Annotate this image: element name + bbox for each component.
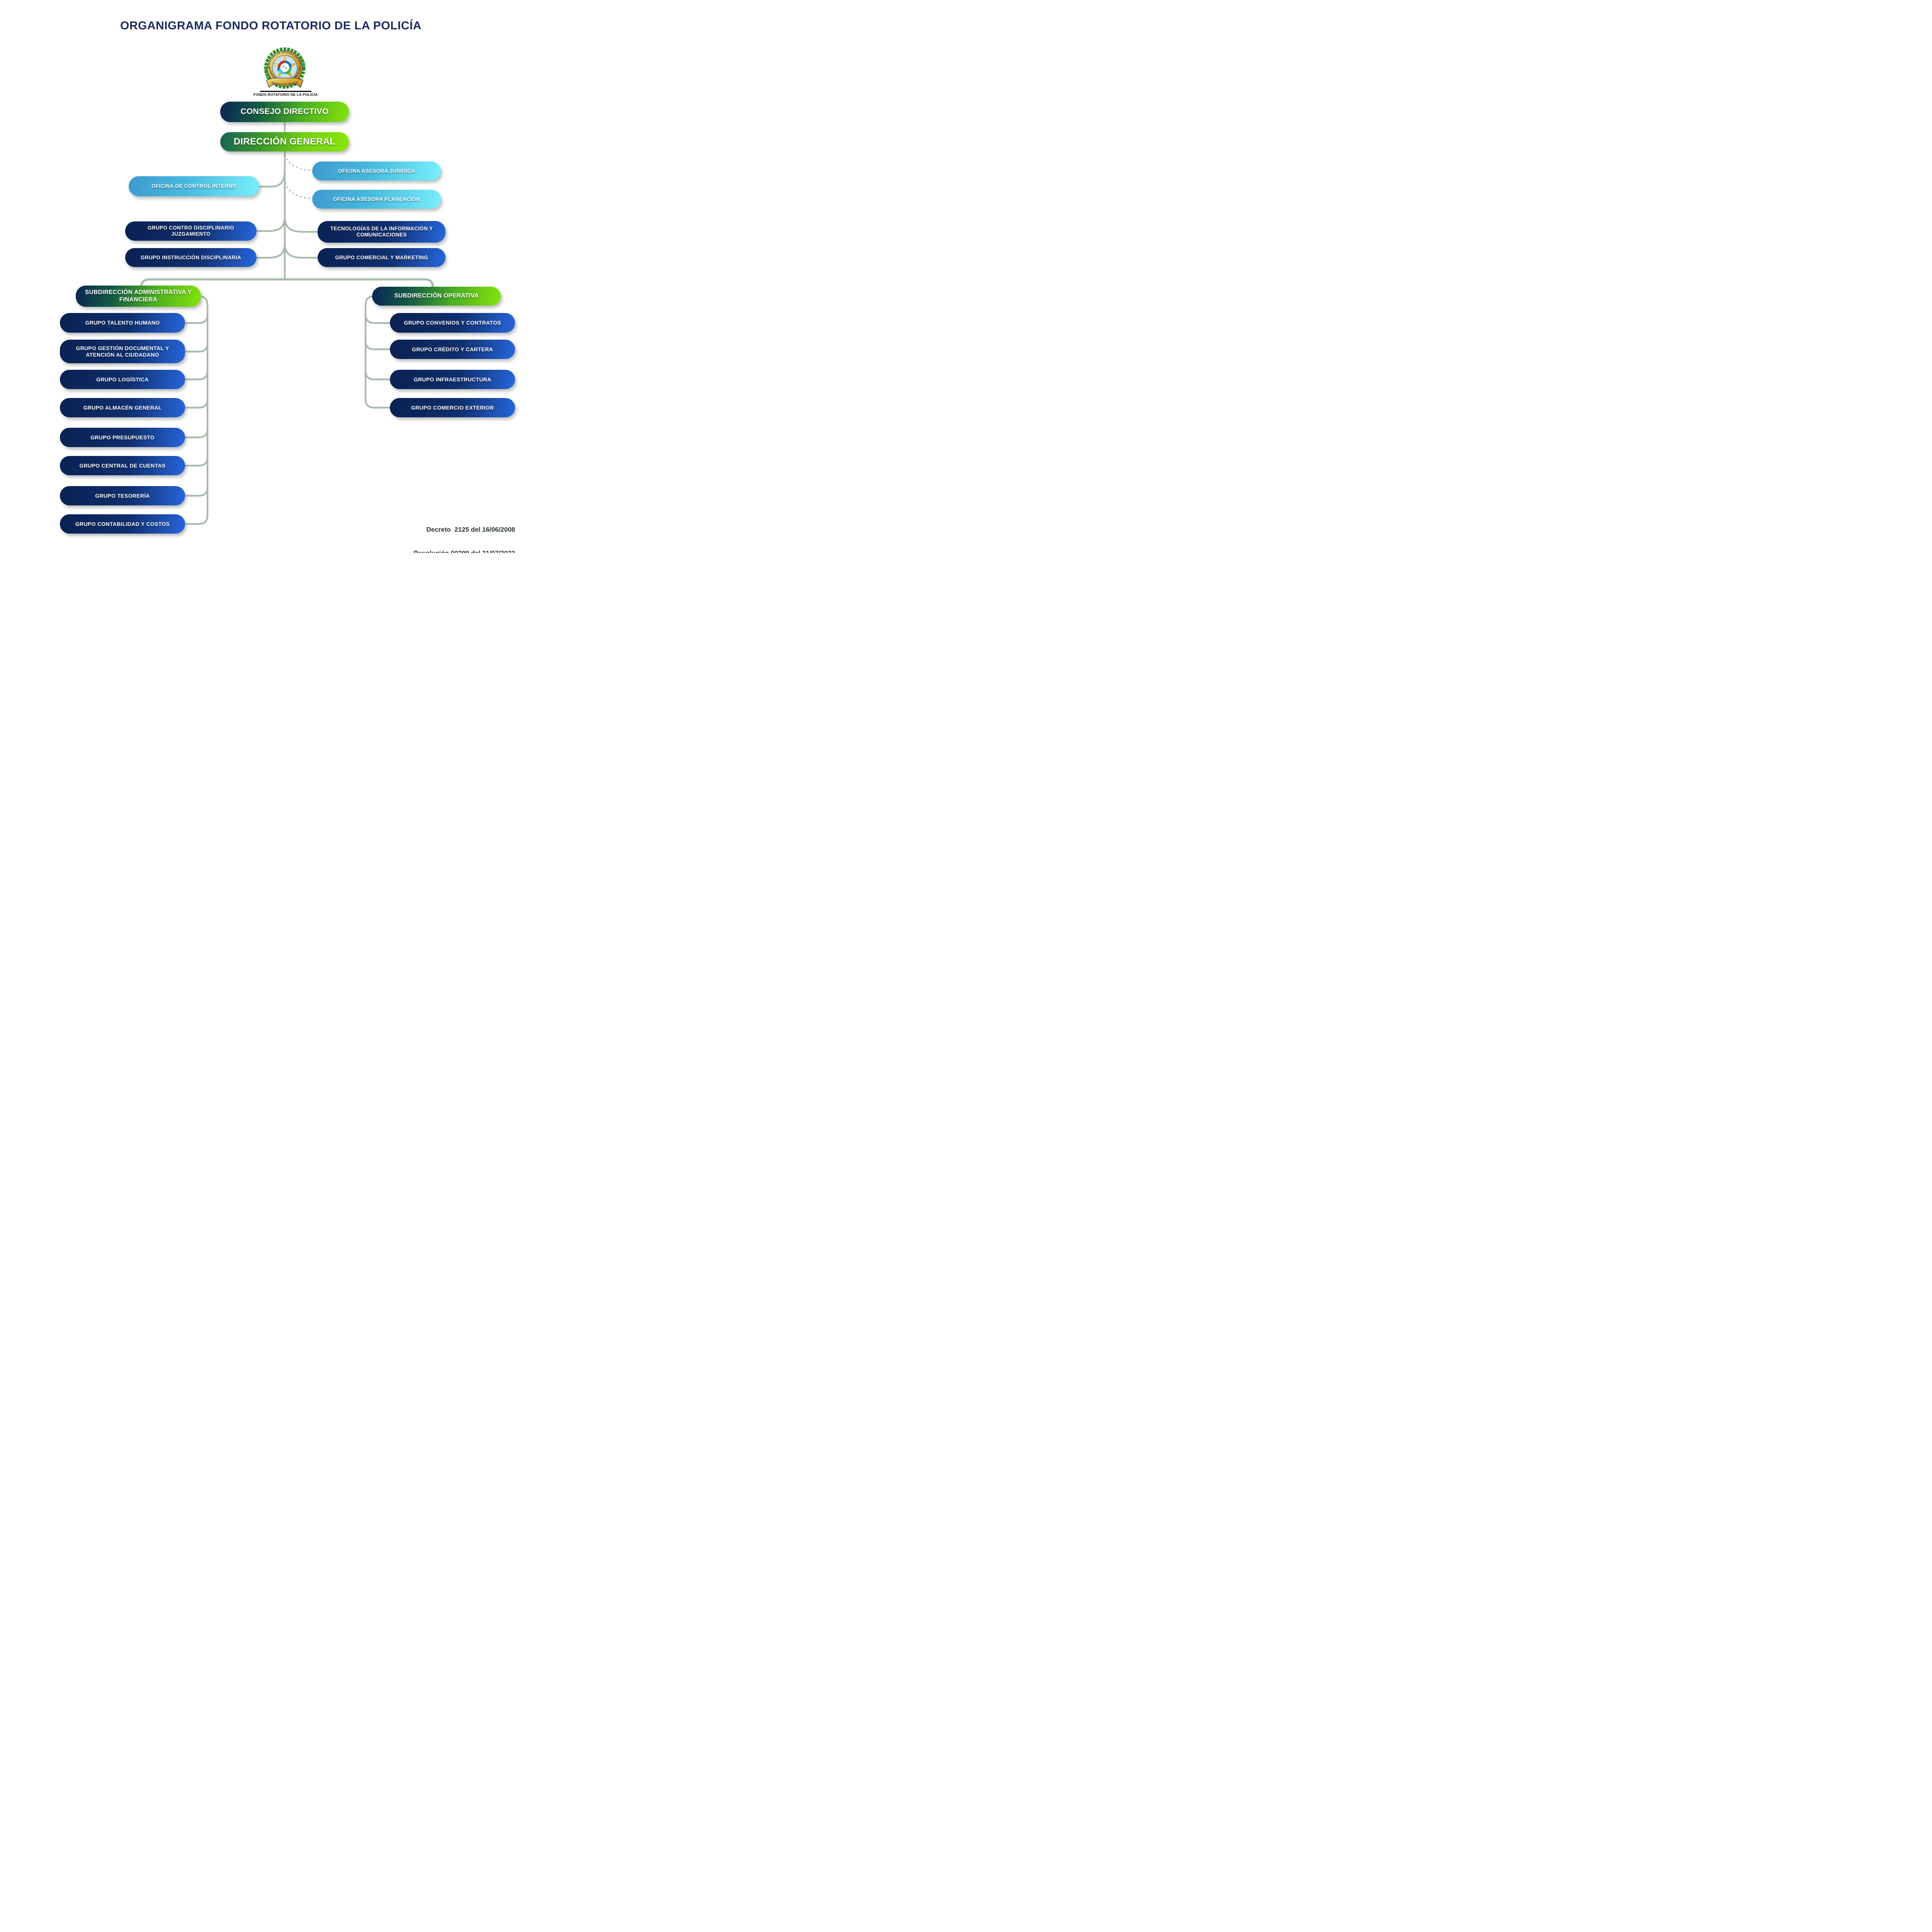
legal-line-decreto: Decreto 2125 del 16/06/2008 bbox=[426, 526, 515, 533]
ring-star-right-icon: ★ bbox=[299, 67, 301, 70]
node-grupo-logistica: GRUPO LOGÍSTICA bbox=[60, 370, 185, 389]
logo-caption: FONDO ROTATORIO DE LA POLICÍA bbox=[253, 93, 318, 97]
connector-admin-child-1 bbox=[184, 313, 209, 324]
connector-oper-child-3 bbox=[364, 370, 391, 381]
connector-admin-child-4 bbox=[184, 398, 209, 409]
node-grupo-credito-cartera: GRUPO CRÉDITO Y CARTERA bbox=[390, 340, 515, 359]
node-grupo-contabilidad-costos: GRUPO CONTABILIDAD Y COSTOS bbox=[60, 514, 185, 534]
node-consejo-directivo: CONSEJO DIRECTIVO bbox=[220, 102, 349, 122]
connector-instruccion bbox=[255, 242, 286, 259]
node-grupo-infraestructura: GRUPO INFRAESTRUCTURA bbox=[390, 370, 515, 389]
connector-disciplinario bbox=[255, 215, 286, 232]
connector-admin-child-6 bbox=[184, 456, 209, 467]
connector-branch bbox=[140, 278, 434, 293]
node-grupo-comercio-exterior: GRUPO COMERCIO EXTERIOR bbox=[390, 398, 515, 417]
connector-admin-spine bbox=[200, 295, 209, 517]
page-title: ORGANIGRAMA FONDO ROTATORIO DE LA POLICÍ… bbox=[120, 19, 422, 32]
logo-divider bbox=[260, 91, 311, 92]
connector-lines bbox=[140, 121, 434, 525]
connector-oper-child-2 bbox=[364, 340, 391, 350]
node-grupo-almacen-general: GRUPO ALMACÉN GENERAL bbox=[60, 398, 185, 417]
legal-references: Decreto 2125 del 16/06/2008 Resolución 0… bbox=[353, 510, 515, 553]
node-grupo-comercial-marketing: GRUPO COMERCIAL Y MARKETING bbox=[318, 248, 446, 267]
node-direccion-general: DIRECCIÓN GENERAL bbox=[220, 132, 349, 151]
connector-tics bbox=[284, 215, 319, 233]
node-grupo-tesoreria: GRUPO TESORERÍA bbox=[60, 486, 185, 505]
node-grupo-central-cuentas: GRUPO CENTRAL DE CUENTAS bbox=[60, 456, 185, 475]
laurel-wreath-icon bbox=[264, 47, 306, 89]
node-oficina-control-interno: OFICINA DE CONTROL INTERNO bbox=[129, 176, 259, 196]
connector-admin-child-8 bbox=[184, 514, 209, 525]
connector-admin-child-7 bbox=[184, 486, 209, 497]
org-chart-page: ORGANIGRAMA FONDO ROTATORIO DE LA POLICÍ… bbox=[0, 0, 542, 553]
node-tecnologias-informacion: TECNOLOGÍAS DE LA INFORMACIÓN Y COMUNICA… bbox=[318, 221, 446, 243]
connector-admin-child-5 bbox=[184, 428, 209, 439]
node-grupo-disciplinario-juzgamiento: GRUPO CONTRO DISCIPLINARIO JUZGAMIENTO bbox=[125, 221, 257, 241]
emblem-star bbox=[272, 55, 297, 80]
connector-comercial bbox=[284, 242, 319, 259]
node-grupo-instruccion-disciplinaria: GRUPO INSTRUCCIÓN DISCIPLINARIA bbox=[125, 248, 257, 267]
connector-control-interno bbox=[258, 168, 286, 188]
connector-admin-child-3 bbox=[184, 370, 209, 381]
connector-oper-child-1 bbox=[364, 313, 391, 324]
node-grupo-convenios-contratos: GRUPO CONVENIOS Y CONTRATOS bbox=[390, 313, 515, 333]
snowflake-icon bbox=[282, 65, 287, 70]
legal-line-resolucion-1: Resolución 00299 del 31/07/2023 bbox=[353, 549, 515, 553]
node-oficina-asesora-planeacion: OFICINA ASESORA PLANEACIÓN bbox=[312, 190, 441, 209]
node-subdireccion-operativa: SUBDIRECCIÓN OPERATIVA bbox=[372, 287, 501, 306]
connector-admin-child-2 bbox=[184, 342, 209, 353]
connector-oper-spine bbox=[364, 295, 373, 401]
police-emblem: MINISTERIO DE DEFENSA NACIONAL FONDO ROT… bbox=[263, 46, 306, 89]
node-oficina-asesora-juridica: OFICINA ASESORA JURIDICA bbox=[312, 162, 441, 180]
node-grupo-talento-humano: GRUPO TALENTO HUMANO bbox=[60, 313, 185, 333]
node-grupo-presupuesto: GRUPO PRESUPUESTO bbox=[60, 428, 185, 447]
node-grupo-gestion-documental: GRUPO GESTIÓN DOCUMENTAL Y ATENCIÓN AL C… bbox=[60, 340, 185, 363]
connector-oper-child-4 bbox=[364, 398, 391, 409]
connector-dashed-planeacion bbox=[285, 182, 312, 199]
ring-star-left-icon: ★ bbox=[268, 67, 270, 70]
node-subdireccion-administrativa: SUBDIRECCIÓN ADMINISTRATIVA Y FINANCIERA bbox=[76, 286, 201, 307]
connector-dashed-juridica bbox=[285, 155, 312, 171]
